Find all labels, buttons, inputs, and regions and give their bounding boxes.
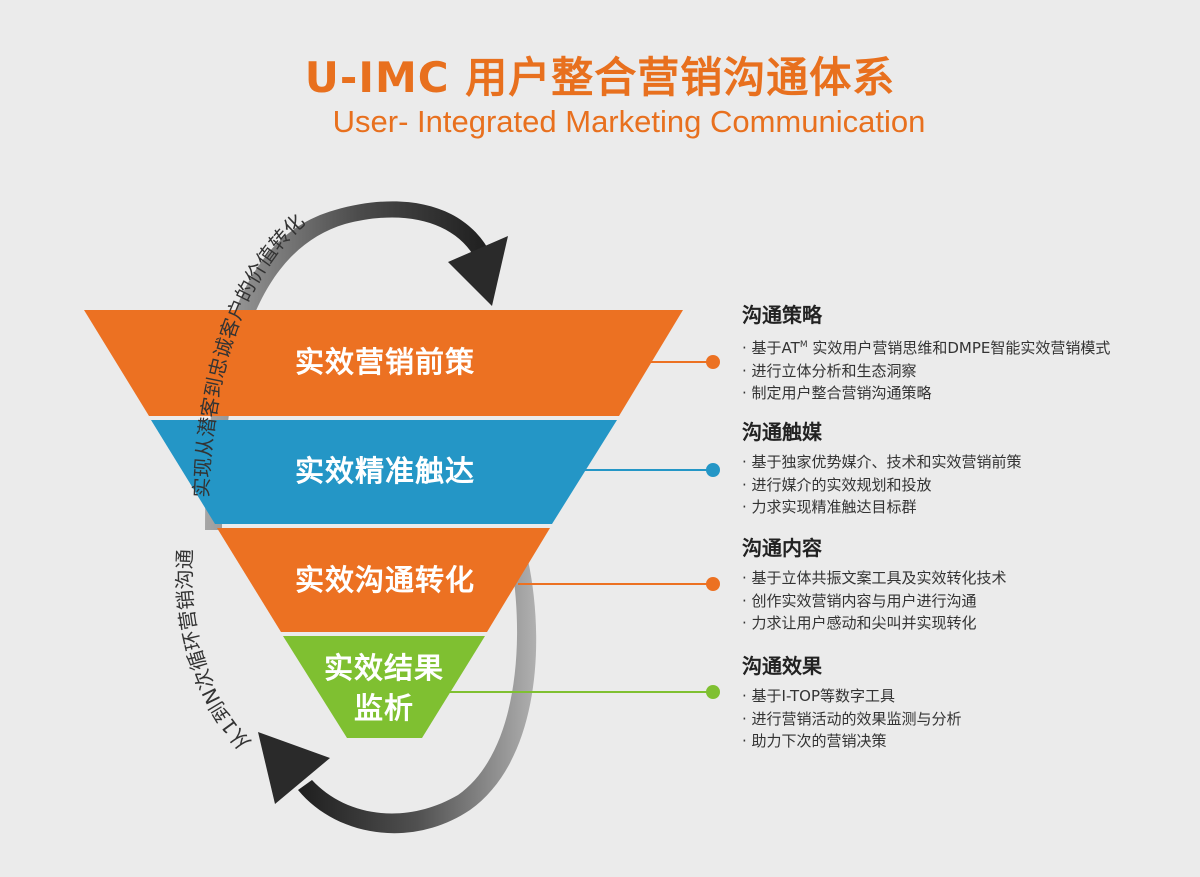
info-item: 进行营销活动的效果监测与分析 — [742, 708, 1182, 731]
page-subtitle: User- Integrated Marketing Communication — [332, 104, 926, 139]
info-item: 力求实现精准触达目标群 — [742, 496, 1182, 519]
connector-dot-1 — [706, 355, 720, 369]
stage-label-3: 实效沟通转化 — [294, 563, 475, 597]
info-block-media: 沟通触媒 基于独家优势媒介、技术和实效营销前策 进行媒介的实效规划和投放 力求实… — [742, 416, 1182, 519]
connector-dot-2 — [706, 463, 720, 477]
stage-label-1: 实效营销前策 — [294, 345, 475, 379]
info-item: 制定用户整合营销沟通策略 — [742, 382, 1182, 405]
info-item: 基于立体共振文案工具及实效转化技术 — [742, 567, 1182, 590]
info-title: 沟通效果 — [742, 654, 822, 678]
stage-label-2: 实效精准触达 — [294, 454, 475, 488]
info-block-strategy: 沟通策略 基于ATM 实效用户营销思维和DMPE智能实效营销模式 进行立体分析和… — [742, 299, 1182, 405]
info-block-effect: 沟通效果 基于I-TOP等数字工具 进行营销活动的效果监测与分析 助力下次的营销… — [742, 650, 1182, 753]
cycle-arrow-lower — [298, 560, 537, 834]
info-item: 基于ATM 实效用户营销思维和DMPE智能实效营销模式 — [742, 334, 1182, 360]
cycle-arrowhead-lower — [258, 732, 330, 804]
info-item: 进行媒介的实效规划和投放 — [742, 474, 1182, 497]
info-list: 基于立体共振文案工具及实效转化技术 创作实效营销内容与用户进行沟通 力求让用户感… — [742, 567, 1182, 635]
connector-dot-3 — [706, 577, 720, 591]
info-item: 助力下次的营销决策 — [742, 730, 1182, 753]
info-block-content: 沟通内容 基于立体共振文案工具及实效转化技术 创作实效营销内容与用户进行沟通 力… — [742, 532, 1182, 635]
cycle-arrow-upper — [205, 201, 490, 530]
stage-label-4-line1: 实效结果 — [323, 651, 444, 685]
info-title: 沟通触媒 — [742, 420, 822, 444]
info-list: 基于ATM 实效用户营销思维和DMPE智能实效营销模式 进行立体分析和生态洞察 … — [742, 334, 1182, 405]
funnel-stage-1 — [84, 310, 683, 416]
page-title: U-IMC 用户整合营销沟通体系 — [304, 53, 896, 102]
info-title: 沟通内容 — [742, 536, 822, 560]
info-title: 沟通策略 — [742, 303, 822, 327]
info-list: 基于I-TOP等数字工具 进行营销活动的效果监测与分析 助力下次的营销决策 — [742, 685, 1182, 753]
info-item: 创作实效营销内容与用户进行沟通 — [742, 590, 1182, 613]
info-item: 力求让用户感动和尖叫并实现转化 — [742, 612, 1182, 635]
cycle-arrowhead-upper — [448, 236, 508, 306]
connector-dot-4 — [706, 685, 720, 699]
funnel-stage-2 — [151, 420, 617, 524]
info-list: 基于独家优势媒介、技术和实效营销前策 进行媒介的实效规划和投放 力求实现精准触达… — [742, 451, 1182, 519]
funnel-stage-4 — [283, 636, 485, 738]
funnel-stage-3 — [217, 528, 550, 632]
info-item: 基于独家优势媒介、技术和实效营销前策 — [742, 451, 1182, 474]
stage-label-4-line2: 监析 — [353, 691, 414, 725]
info-item: 进行立体分析和生态洞察 — [742, 360, 1182, 383]
info-item: 基于I-TOP等数字工具 — [742, 685, 1182, 708]
stage-label-4: 实效结果 监析 — [284, 648, 484, 728]
